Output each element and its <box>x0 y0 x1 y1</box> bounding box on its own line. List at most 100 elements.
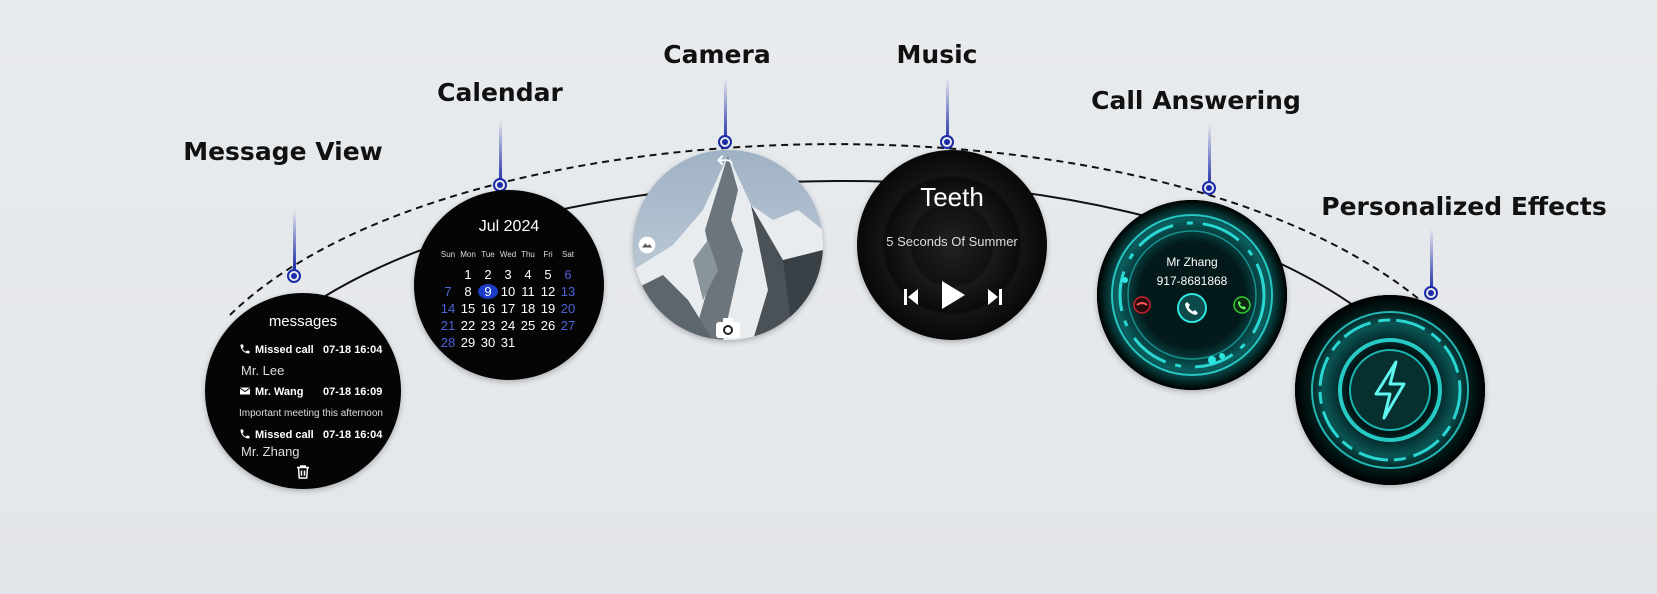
back-arrow-icon[interactable] <box>716 154 734 168</box>
trash-icon[interactable] <box>294 463 312 481</box>
calendar-day[interactable]: 13 <box>560 284 576 299</box>
weekday-label: Mon <box>460 250 476 259</box>
calendar-day-selected[interactable]: 9 <box>478 284 498 299</box>
weekday-label: Thu <box>521 250 535 259</box>
calendar-week: 28 29 30 31 <box>438 335 578 350</box>
message-type: Missed call <box>255 429 314 441</box>
calendar-day[interactable] <box>518 335 538 350</box>
calendar-day[interactable] <box>438 267 458 282</box>
calendar-day[interactable] <box>538 335 558 350</box>
calendar-day[interactable]: 18 <box>520 301 536 316</box>
stem-calendar <box>499 120 502 184</box>
calendar-day[interactable]: 10 <box>500 284 516 299</box>
label-message-view: Message View <box>183 137 383 166</box>
weekday-label: Sun <box>440 250 456 259</box>
watch-camera <box>633 150 823 340</box>
calendar-day[interactable]: 15 <box>460 301 476 316</box>
stem-message <box>293 210 296 270</box>
messages-title: messages <box>268 313 338 330</box>
glow-ring <box>1097 200 1287 390</box>
song-artist: 5 Seconds Of Summer <box>886 234 1018 249</box>
message-header: Missed call 07-18 16:04 <box>239 428 382 441</box>
weekday-label: Tue <box>481 250 495 259</box>
calendar-day[interactable]: 25 <box>520 318 536 333</box>
calendar-day[interactable]: 8 <box>464 284 472 299</box>
label-camera: Camera <box>663 40 771 69</box>
calendar-day[interactable]: 6 <box>564 267 572 282</box>
weekday-label: Wed <box>499 250 517 259</box>
calendar-day[interactable] <box>558 335 578 350</box>
message-type: Missed call <box>255 344 314 356</box>
message-time: 07-18 16:04 <box>323 429 383 441</box>
pin-music <box>940 135 954 149</box>
calendar-day[interactable]: 11 <box>521 284 535 299</box>
mail-icon <box>239 387 251 395</box>
camera-icon[interactable] <box>714 317 742 339</box>
label-calendar: Calendar <box>437 78 563 107</box>
decline-call-icon[interactable] <box>1133 296 1151 314</box>
phone-icon <box>240 344 250 354</box>
calendar-day[interactable]: 28 <box>440 335 456 350</box>
previous-track-icon[interactable] <box>903 288 919 306</box>
watch-calendar: Jul 2024 Sun Mon Tue Wed Thu Fri Sat 1 2… <box>414 190 604 380</box>
stem-effects <box>1430 228 1433 292</box>
calendar-day[interactable]: 20 <box>560 301 576 316</box>
watch-effects <box>1295 295 1485 485</box>
calendar-day[interactable]: 26 <box>540 318 556 333</box>
calendar-day[interactable]: 2 <box>484 267 492 282</box>
mountain-photo <box>633 150 823 340</box>
calendar-day[interactable]: 29 <box>460 335 476 350</box>
dashed-arc <box>229 143 1421 316</box>
caller-name: Mr Zhang <box>1166 255 1218 269</box>
stem-camera <box>724 78 727 142</box>
calendar-day[interactable]: 17 <box>500 301 516 316</box>
calendar-day[interactable]: 23 <box>480 318 496 333</box>
calendar-day[interactable]: 21 <box>440 318 456 333</box>
calendar-day[interactable]: 30 <box>480 335 496 350</box>
calendar-day[interactable]: 7 <box>444 284 452 299</box>
message-time: 07-18 16:04 <box>323 344 383 356</box>
calendar-day[interactable]: 31 <box>500 335 516 350</box>
stem-music <box>946 78 949 142</box>
message-type: Mr. Wang <box>255 386 304 398</box>
calendar-day[interactable]: 16 <box>480 301 496 316</box>
label-call-answering: Call Answering <box>1091 86 1301 115</box>
calendar-weekdays: Sun Mon Tue Wed Thu Fri Sat <box>438 250 578 259</box>
calendar-day[interactable]: 3 <box>504 267 512 282</box>
message-body: Important meeting this afternoon <box>239 408 383 419</box>
weekday-label: Sat <box>561 250 574 259</box>
calendar-week: 1 2 3 4 5 6 <box>438 267 578 282</box>
stem-call <box>1208 124 1211 188</box>
gallery-icon[interactable] <box>637 235 657 255</box>
next-track-icon[interactable] <box>987 288 1003 306</box>
play-icon[interactable] <box>940 280 966 310</box>
calendar-day[interactable]: 4 <box>524 267 532 282</box>
answer-call-icon[interactable] <box>1176 292 1208 324</box>
calendar-day[interactable]: 5 <box>544 267 552 282</box>
pin-message <box>287 269 301 283</box>
calendar-day[interactable]: 14 <box>440 301 456 316</box>
calendar-day[interactable]: 1 <box>464 267 472 282</box>
phone-icon <box>240 429 250 439</box>
calendar-week: 21 22 23 24 25 26 27 <box>438 318 578 333</box>
caller-number: 917-8681868 <box>1156 274 1228 288</box>
pin-camera <box>718 135 732 149</box>
calendar-day[interactable]: 22 <box>460 318 476 333</box>
message-body: Mr. Lee <box>241 363 285 378</box>
calendar-day[interactable]: 24 <box>500 318 516 333</box>
message-body: Mr. Zhang <box>241 444 300 459</box>
calendar-week: 14 15 16 17 18 19 20 <box>438 301 578 316</box>
glow-effect <box>1295 295 1485 485</box>
watch-music: Teeth 5 Seconds Of Summer <box>857 150 1047 340</box>
weekday-label: Fri <box>543 250 553 259</box>
calendar-day[interactable]: 19 <box>540 301 556 316</box>
song-title: Teeth <box>920 182 984 212</box>
label-personalized-effects: Personalized Effects <box>1321 192 1607 221</box>
accept-call-icon[interactable] <box>1233 296 1251 314</box>
calendar-day[interactable]: 12 <box>540 284 556 299</box>
calendar-title: Jul 2024 <box>478 218 540 235</box>
calendar-day[interactable]: 27 <box>560 318 576 333</box>
message-header: Missed call 07-18 16:04 <box>239 343 382 356</box>
